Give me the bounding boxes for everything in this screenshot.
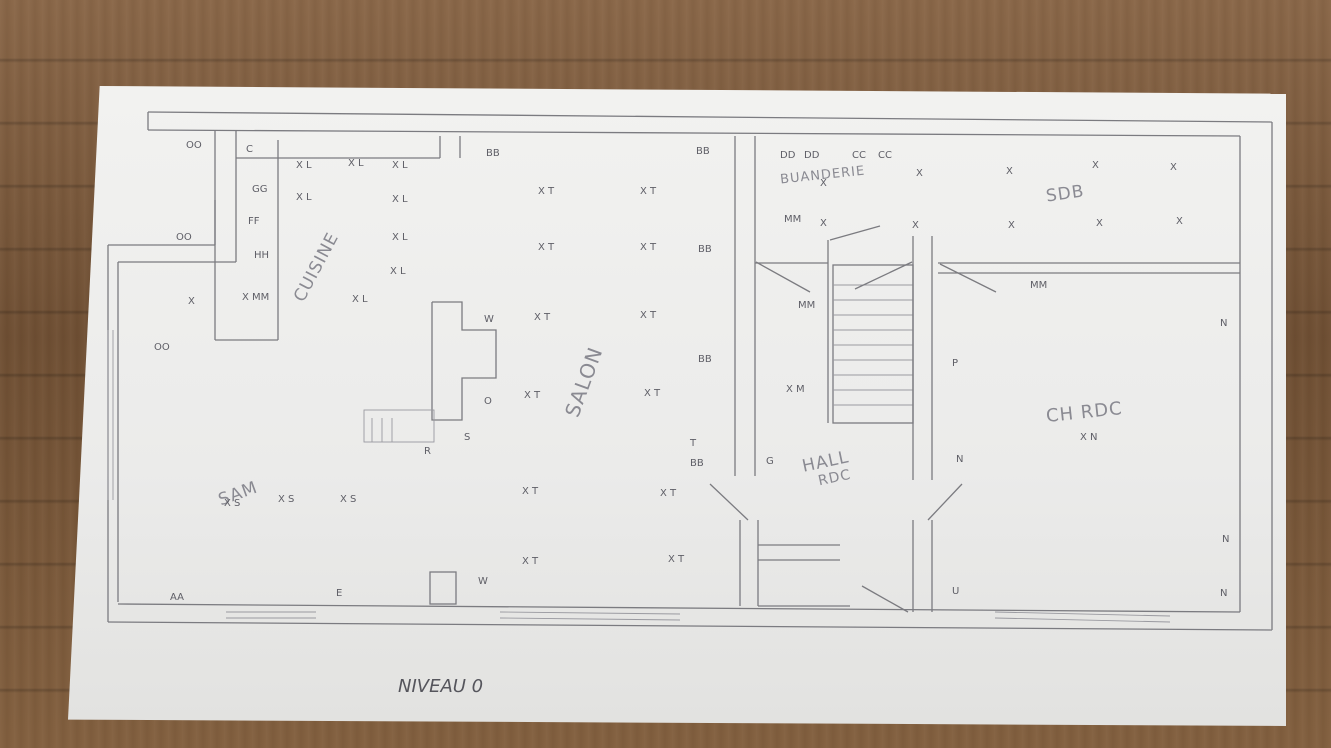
symbol-xm: X M: [786, 384, 805, 395]
symbol-xl: X L: [352, 294, 368, 305]
socket-n: N: [1222, 534, 1230, 545]
symbol-xt: X T: [538, 242, 555, 253]
socket-u: U: [952, 586, 960, 597]
socket-cc: CC: [878, 150, 892, 161]
symbol-xl: X L: [392, 194, 408, 205]
socket-g: G: [766, 456, 774, 467]
socket-w: W: [484, 314, 494, 325]
socket-c: C: [246, 144, 253, 155]
socket-t: T: [690, 438, 697, 449]
socket-bb: BB: [690, 458, 704, 469]
symbol-xt: X T: [640, 242, 657, 253]
symbol-xl: X L: [392, 232, 408, 243]
symbol-xl: X L: [296, 160, 312, 171]
symbol-x: X: [188, 296, 195, 307]
symbol-x: X: [912, 220, 919, 231]
outer-walls: [107, 111, 1273, 631]
socket-oo: OO: [154, 342, 170, 353]
symbol-xt: X T: [660, 488, 677, 499]
symbol-xt: X T: [522, 486, 539, 497]
symbol-xt: X T: [522, 556, 539, 567]
socket-s: S: [464, 432, 471, 443]
socket-o: O: [484, 396, 492, 407]
symbol-x: X: [1092, 160, 1099, 171]
socket-mm: MM: [1030, 280, 1048, 291]
symbol-x: X: [1096, 218, 1103, 229]
symbol-x: X: [1176, 216, 1183, 227]
socket-n: N: [1220, 318, 1228, 329]
symbol-xt: X T: [668, 554, 685, 565]
symbol-x: X: [1006, 166, 1013, 177]
symbol-x: X: [916, 168, 923, 179]
symbol-xt: X T: [538, 186, 555, 197]
interior-walls: [214, 136, 1240, 613]
symbol-xl: X L: [348, 158, 364, 169]
level-label: NIVEAU 0: [398, 676, 484, 697]
socket-dd: DD: [780, 150, 796, 161]
socket-bb: BB: [698, 354, 712, 365]
symbol-xs: X S: [224, 498, 241, 509]
socket-ff: FF: [248, 216, 260, 227]
symbol-x: X: [820, 178, 827, 189]
socket-bb: BB: [698, 244, 712, 255]
socket-p: P: [952, 358, 959, 369]
symbol-x: X: [820, 218, 827, 229]
symbol-xt: X T: [644, 388, 661, 399]
symbol-xs: X S: [278, 494, 295, 505]
socket-cc: CC: [852, 150, 866, 161]
socket-oo: OO: [186, 140, 202, 151]
socket-hh: HH: [254, 250, 270, 261]
symbol-xmm: X MM: [242, 292, 270, 303]
symbol-xl: X L: [390, 266, 406, 277]
symbol-mm: MM: [784, 214, 802, 225]
socket-bb: BB: [696, 146, 710, 157]
symbol-xl: X L: [392, 160, 408, 171]
socket-n: N: [1220, 588, 1228, 599]
symbol-xl: X L: [296, 192, 312, 203]
socket-bb: BB: [486, 148, 500, 159]
symbol-xt: X T: [640, 310, 657, 321]
symbol-xs: X S: [340, 494, 357, 505]
symbol-xt: X T: [640, 186, 657, 197]
symbol-x: X: [1170, 162, 1177, 173]
socket-aa: AA: [170, 592, 184, 603]
symbol-xt: X T: [534, 312, 551, 323]
socket-oo: OO: [176, 232, 192, 243]
socket-r: R: [424, 446, 431, 457]
windows: [107, 330, 1171, 623]
socket-gg: GG: [252, 184, 268, 195]
symbol-xt: X T: [524, 390, 541, 401]
symbol-xn: X N: [1080, 432, 1098, 443]
socket-dd: DD: [804, 150, 820, 161]
paper-sheet: [68, 86, 1286, 726]
socket-mm: MM: [798, 300, 816, 311]
symbol-x: X: [1008, 220, 1015, 231]
socket-n: N: [956, 454, 964, 465]
socket-w: W: [478, 576, 488, 587]
socket-e: E: [336, 588, 343, 599]
